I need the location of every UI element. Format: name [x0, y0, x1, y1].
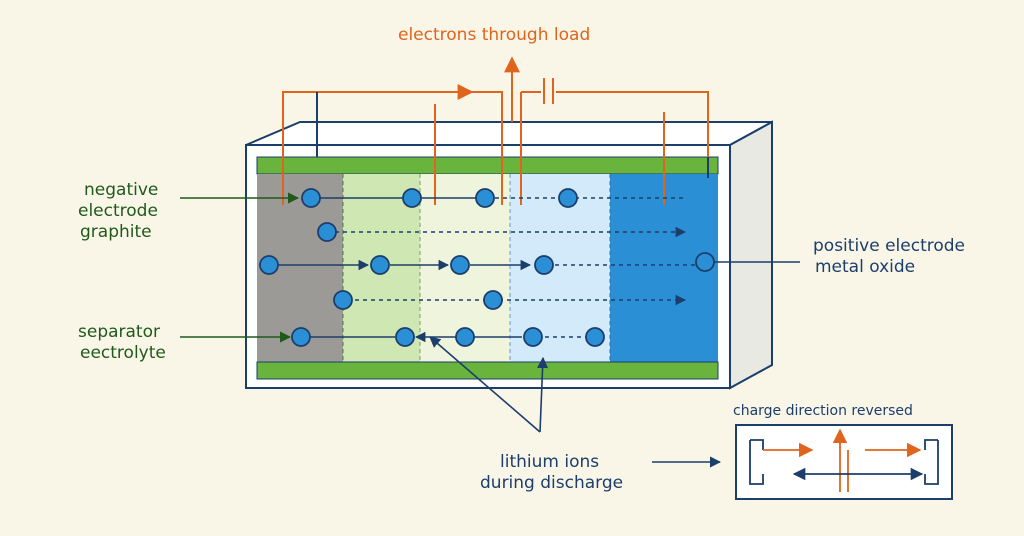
ion	[475, 188, 495, 208]
ion	[450, 255, 470, 275]
negative-electrode-label-line1: negative	[84, 180, 159, 200]
ion	[259, 255, 279, 275]
ion	[333, 290, 353, 310]
bottom-current-collector	[256, 361, 719, 380]
charge-reversed-label: charge direction reversed	[733, 403, 913, 419]
inset-left-bracket	[749, 439, 764, 485]
separator-label-line2: eectrolyte	[80, 343, 166, 363]
ion	[534, 255, 554, 275]
ion	[370, 255, 390, 275]
lithium-ions-label-line1: lithium ions	[500, 452, 600, 472]
lithium-ions-label-line2: during discharge	[480, 473, 624, 493]
charge-reversed-inset	[735, 424, 953, 500]
electrons-label: electrons through load	[398, 25, 591, 45]
ion	[695, 252, 715, 272]
external-circuit	[282, 56, 709, 205]
casing-side-face	[729, 120, 773, 390]
ion-pointer-b	[536, 356, 549, 433]
ion	[483, 290, 503, 310]
electrode-taps	[316, 92, 709, 178]
inset-frame	[735, 424, 953, 500]
ion	[395, 327, 415, 347]
circuit-wire-left	[282, 84, 474, 205]
negative-electrode-label-line2: electrode	[78, 201, 158, 221]
inset-right-bracket	[924, 439, 939, 485]
circuit-wire-right	[556, 91, 709, 178]
circuit-wire-middle	[472, 91, 503, 205]
separator-label-line1: separator	[78, 322, 160, 342]
ion	[317, 222, 337, 242]
ion	[301, 188, 321, 208]
top-current-collector	[256, 156, 719, 175]
ion	[585, 327, 605, 347]
ion	[523, 327, 543, 347]
ion	[558, 188, 578, 208]
negative-electrode-label-line3: graphite	[80, 222, 152, 242]
positive-electrode-label-line1: positive electrode	[813, 236, 966, 256]
callout-lines	[180, 192, 800, 468]
casing-top-face	[245, 121, 773, 146]
positive-electrode-label-line2: metal oxide	[815, 257, 916, 277]
ion-flow-paths	[278, 197, 695, 343]
ion-pointer-a	[429, 336, 541, 433]
ion	[455, 327, 475, 347]
ion	[402, 188, 422, 208]
ion	[291, 327, 311, 347]
